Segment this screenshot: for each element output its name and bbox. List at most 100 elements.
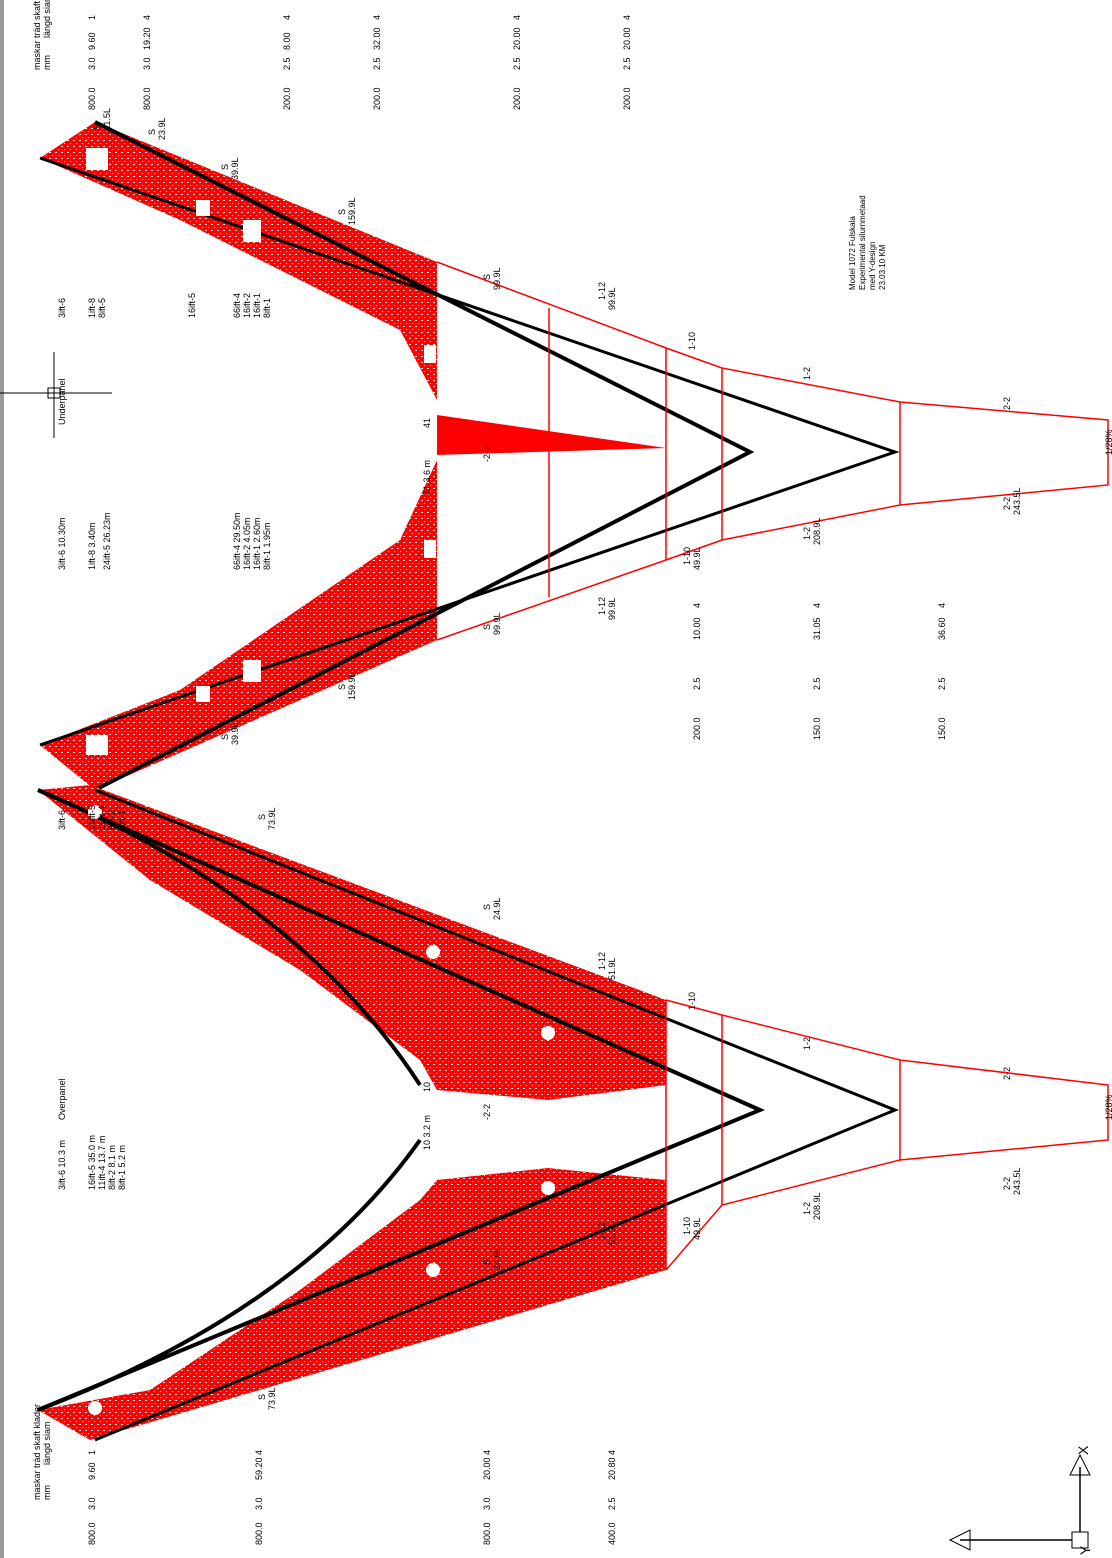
mid-cell: 200.0 <box>692 717 702 740</box>
section-label: 1-10 <box>682 547 692 565</box>
gap-label: 10 3.2 m <box>422 1115 432 1150</box>
center-label: -2-2 <box>482 446 492 462</box>
header-cell: 4 <box>142 15 152 20</box>
section-label: 99.9L <box>607 287 617 310</box>
header-cell: 4 <box>372 15 382 20</box>
section-label: 1/28% <box>1104 1094 1112 1120</box>
section-label: S <box>482 624 492 630</box>
rope-label: 3ift-6 10.3 m <box>57 1140 67 1190</box>
overpanel-inner-line <box>94 788 899 1442</box>
section-label: S <box>257 814 267 820</box>
section-label: S <box>482 904 492 910</box>
header-cell: 3.0 <box>87 1497 97 1510</box>
mid-cell: 31.05 <box>812 617 822 640</box>
gap-label: 41 <box>422 418 432 428</box>
underpanel-center-spike <box>437 415 666 455</box>
section-label: S <box>147 129 157 135</box>
axis-y-label: Y <box>1077 1545 1093 1555</box>
section-label: 49.9L <box>692 1217 702 1240</box>
section-label: 1-2 <box>802 527 812 540</box>
section-label: 208.9L <box>812 517 822 545</box>
header-label: längd siam <box>42 0 52 38</box>
section-label: 1-2 <box>802 1037 812 1050</box>
underpanel-net <box>39 120 1109 792</box>
section-label: 243.5L <box>1012 487 1022 515</box>
section-label: 99.9L <box>492 612 502 635</box>
header-cell: 9.60 <box>87 32 97 50</box>
marker <box>541 1026 555 1040</box>
header-cell: 1 <box>87 15 97 20</box>
section-label: 1-12 <box>597 1222 607 1240</box>
header-cell: 800.0 <box>87 1522 97 1545</box>
section-label: 99.9L <box>492 267 502 290</box>
section-label: S <box>482 274 492 280</box>
axis-x-label: X <box>1075 1445 1091 1455</box>
rope-label: 66ift-4 <box>232 293 242 318</box>
header-label: längd siam <box>42 1421 52 1465</box>
header-cell: 19.20 <box>142 27 152 50</box>
rope-label: 16ift-1 2.60m <box>252 517 262 570</box>
section-label: S <box>337 684 347 690</box>
section-label: 51.9L <box>607 957 617 980</box>
section-label: 159.9L <box>347 672 357 700</box>
underpanel-title: Underpanel <box>57 378 67 425</box>
header-cell: 4 <box>512 15 522 20</box>
header-cell: 800.0 <box>482 1522 492 1545</box>
section-label: 1-10 <box>687 332 697 350</box>
overpanel-wing-upper <box>38 785 666 1100</box>
header-cell: 20.00 <box>622 27 632 50</box>
marker <box>196 200 210 216</box>
rope-label: 16ift-2 4.05m <box>242 517 252 570</box>
section-label: S <box>257 1394 267 1400</box>
section-label: 2-2 <box>1002 397 1012 410</box>
header-cell: 4 <box>254 1450 264 1455</box>
header-cell: 2.5 <box>607 1497 617 1510</box>
marker <box>88 805 102 819</box>
header-cell: 800.0 <box>87 87 97 110</box>
mid-cell: 4 <box>692 603 702 608</box>
header-cell: 59.20 <box>254 1457 264 1480</box>
section-label: 1-2 <box>802 367 812 380</box>
section-label: 208.9L <box>812 1192 822 1220</box>
header-cell: 20.00 <box>512 27 522 50</box>
mid-cell: 2.5 <box>812 677 822 690</box>
note-text: 23.03.10 KM <box>878 244 887 290</box>
mid-cell: 4 <box>812 603 822 608</box>
rope-label: 16ift-2 <box>242 293 252 318</box>
header-label: mm <box>42 1485 52 1500</box>
section-label: 24.9L <box>492 897 502 920</box>
section-label: S <box>482 1259 492 1265</box>
viewport-edge <box>0 0 4 1558</box>
header-cell: 3.0 <box>254 1497 264 1510</box>
note-text: med Y-design <box>868 242 877 290</box>
header-cell: 9.60 <box>87 1462 97 1480</box>
mid-cell: 150.0 <box>937 717 947 740</box>
header-cell: 3.0 <box>87 57 97 70</box>
marker <box>88 1401 102 1415</box>
header-label: maskar träd skaft klader <box>32 0 42 70</box>
header-cell: 2.5 <box>512 57 522 70</box>
rope-label: 8ift-1 <box>117 810 127 830</box>
underpanel-inner-line <box>39 156 900 747</box>
marker <box>243 660 261 682</box>
section-label: 39.9L <box>230 722 240 745</box>
header-cell: 200.0 <box>622 87 632 110</box>
rope-label: 8ift-2 <box>107 810 117 830</box>
section-label: S <box>220 164 230 170</box>
header-cell: 2.5 <box>372 57 382 70</box>
header-cell: 4 <box>622 15 632 20</box>
section-label: 2-2 <box>1002 497 1012 510</box>
section-label: 73.9L <box>267 1387 277 1410</box>
marker <box>196 686 210 702</box>
header-cell: 2.5 <box>622 57 632 70</box>
header-cell: 2.5 <box>282 57 292 70</box>
marker <box>424 540 436 558</box>
ucs-axis-icon <box>948 1453 1091 1551</box>
note-text: Model 1072 Fulskala <box>848 216 857 290</box>
overpanel-outer-line <box>37 788 766 1412</box>
section-label: 243.5L <box>1012 1167 1022 1195</box>
section-label: 24.9L <box>492 1247 502 1270</box>
header-cell: 400.0 <box>607 1522 617 1545</box>
